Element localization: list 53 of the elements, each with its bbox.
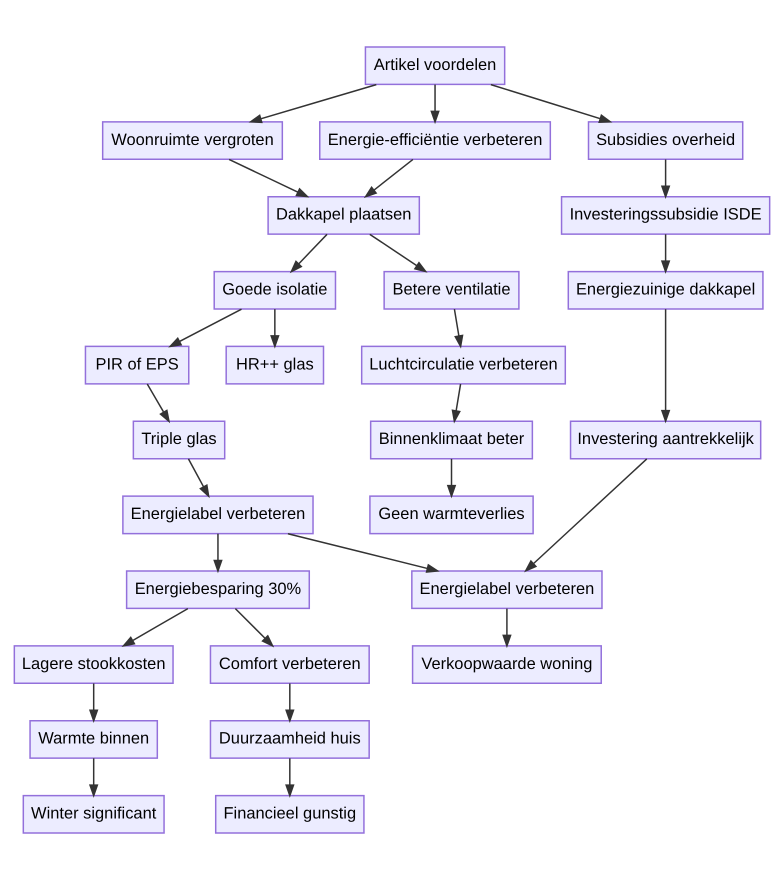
node-box: Triple glas (132, 420, 226, 459)
arrow (88, 758, 98, 798)
arrow (502, 608, 512, 648)
arrow (660, 234, 670, 274)
arrow (146, 383, 170, 423)
node-box: Subsidies overheid (588, 120, 744, 160)
arrow (454, 308, 464, 348)
node-box: Luchtcirculatie verbeteren (360, 345, 566, 384)
arrow (452, 383, 462, 423)
node-box: Financieel gunstig (214, 794, 365, 834)
arrow (364, 158, 414, 198)
arrow (188, 458, 210, 498)
node-box: HR++ glas (225, 345, 324, 384)
node-box: Investeringssubsidie ISDE (560, 195, 770, 234)
node-box: Verkoopwaarde woning (412, 644, 602, 684)
node-box: Energielabel verbeteren (411, 570, 603, 609)
node-box: Dakkapel plaatsen (267, 195, 420, 234)
arrow (660, 308, 670, 423)
arrow (285, 682, 295, 722)
node-box: Woonruimte vergroten (102, 120, 284, 160)
arrow (446, 458, 456, 498)
arrow (290, 233, 328, 273)
node-box: PIR of EPS (84, 345, 190, 384)
node-box: Energielabel verbeteren (122, 494, 314, 534)
node-box: Binnenklimaat beter (370, 420, 534, 459)
node-box: Artikel voordelen (364, 46, 506, 85)
arrow (430, 84, 440, 124)
node-box: Warmte binnen (29, 719, 158, 758)
arrow (168, 308, 242, 347)
node-box: Geen warmteverlies (369, 494, 534, 534)
node-box: Winter significant (22, 794, 165, 834)
arrow (288, 532, 440, 572)
node-box: Goede isolatie (213, 270, 336, 310)
arrow (228, 158, 310, 198)
node-box: Investering aantrekkelijk (570, 420, 762, 459)
node-box: Comfort verbeteren (210, 644, 370, 684)
node-box: Energiezuinige dakkapel (568, 270, 764, 310)
node-box: Lagere stookkosten (14, 644, 174, 684)
arrow (270, 308, 280, 348)
node-box: Betere ventilatie (383, 270, 520, 310)
arrow (88, 682, 98, 722)
arrow (122, 607, 188, 646)
arrow (490, 83, 612, 122)
node-box: Duurzaamheid huis (210, 719, 370, 758)
node-box: Energiebesparing 30% (126, 570, 310, 609)
arrow (369, 233, 428, 272)
arrow (234, 608, 274, 647)
arrow (524, 458, 648, 572)
node-box: Energie-efficiëntie verbeteren (319, 120, 552, 160)
arrow (660, 158, 670, 198)
arrow (248, 83, 377, 123)
arrow (213, 533, 223, 573)
arrow (285, 758, 295, 798)
